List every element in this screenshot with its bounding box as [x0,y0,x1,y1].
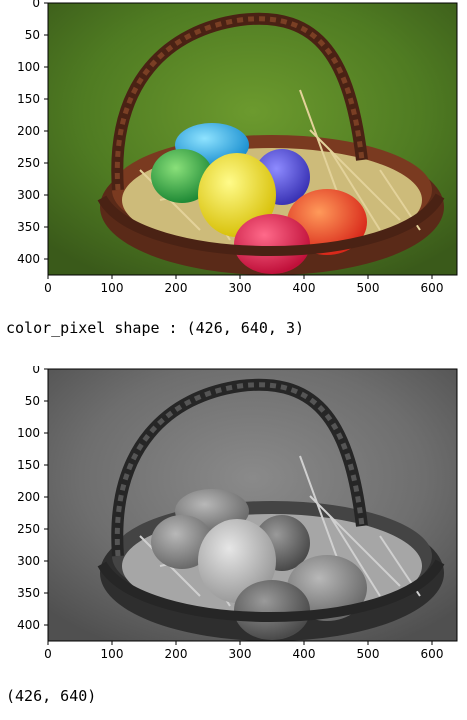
y-tick-label: 200 [17,490,40,504]
color-image-plot: 0 100 200 300 400 500 600 0 50 100 150 2… [0,0,467,300]
x-tick-label: 0 [44,281,52,295]
y-tick-label: 0 [32,0,40,10]
y-tick-label: 350 [17,220,40,234]
grayscale-image-plot: 0 100 200 300 400 500 600 0 50 100 150 2… [0,366,467,666]
color-y-tick-marks [44,2,48,260]
y-tick-label: 50 [25,28,40,42]
x-tick-label: 400 [293,647,316,661]
grayscale-plot-frame [47,368,458,642]
y-tick-label: 100 [17,426,40,440]
x-tick-label: 500 [357,647,380,661]
x-tick-label: 100 [101,647,124,661]
x-tick-label: 0 [44,647,52,661]
y-tick-label: 0 [32,366,40,376]
y-tick-label: 400 [17,618,40,632]
color-y-tick-labels: 0 50 100 150 200 250 300 350 400 [17,0,40,266]
grayscale-y-tick-labels: 0 50 100 150 200 250 300 350 400 [17,366,40,632]
grayscale-y-tick-marks [44,368,48,626]
y-tick-label: 100 [17,60,40,74]
grayscale-x-tick-marks [47,641,433,645]
x-tick-label: 400 [293,281,316,295]
x-tick-label: 600 [421,281,444,295]
y-tick-label: 200 [17,124,40,138]
color-plot-frame [47,2,458,276]
x-tick-label: 200 [165,281,188,295]
grayscale-x-tick-labels: 0 100 200 300 400 500 600 [44,647,443,661]
grayscale-image [48,369,457,641]
color-image [48,3,457,275]
y-tick-label: 300 [17,554,40,568]
color-x-tick-labels: 0 100 200 300 400 500 600 [44,281,443,295]
y-tick-label: 50 [25,394,40,408]
y-tick-label: 250 [17,522,40,536]
y-tick-label: 350 [17,586,40,600]
grayscale-shape-output: (426, 640) [6,687,97,705]
y-tick-label: 150 [17,92,40,106]
y-tick-label: 150 [17,458,40,472]
x-tick-label: 300 [229,647,252,661]
grayscale-image-svg: 0 100 200 300 400 500 600 0 50 100 150 2… [17,366,458,661]
color-x-tick-marks [47,275,433,279]
y-tick-label: 250 [17,156,40,170]
color-image-svg: 0 100 200 300 400 500 600 0 50 100 150 2… [17,0,458,295]
x-tick-label: 200 [165,647,188,661]
y-tick-label: 300 [17,188,40,202]
x-tick-label: 500 [357,281,380,295]
y-tick-label: 400 [17,252,40,266]
x-tick-label: 300 [229,281,252,295]
x-tick-label: 100 [101,281,124,295]
x-tick-label: 600 [421,647,444,661]
color-shape-output: color_pixel shape : (426, 640, 3) [6,319,305,337]
